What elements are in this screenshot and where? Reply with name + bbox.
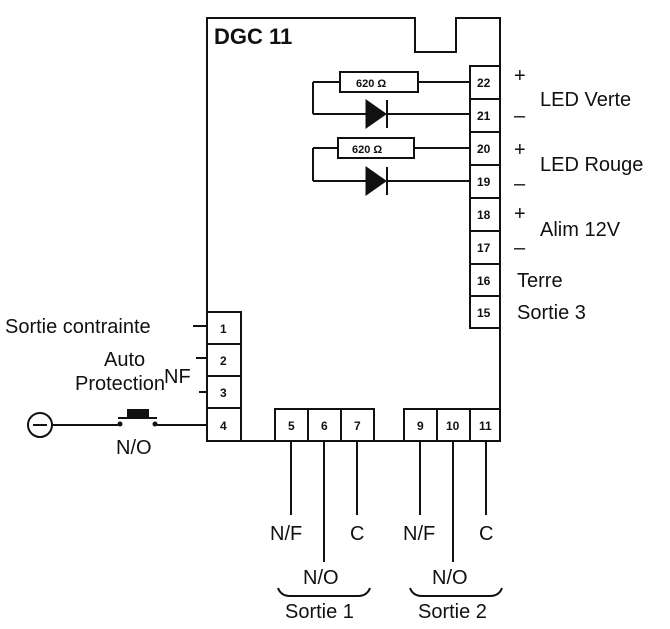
terminal-17: 17	[477, 241, 491, 255]
label-nf-sortie2: N/F	[403, 523, 435, 545]
no-switch-circuit: N/O	[27, 409, 207, 459]
terminal-22: 22	[477, 76, 491, 90]
terminal-2: 2	[220, 354, 227, 368]
label-nf: NF	[164, 366, 191, 388]
label-sortie3: Sortie 3	[517, 302, 586, 324]
plus-18: +	[514, 203, 526, 225]
right-terminal-strip: 22 21 20 19 18 17 16 15	[469, 65, 501, 329]
bottom-terminal-strip-1: 5 6 7	[274, 408, 375, 442]
plus-22: +	[514, 65, 526, 87]
terminal-5: 5	[288, 419, 295, 433]
label-led-verte: LED Verte	[540, 89, 631, 111]
label-no-sortie2: N/O	[432, 567, 468, 589]
label-sortie-contrainte: Sortie contrainte	[5, 316, 151, 338]
plus-20: +	[514, 139, 526, 161]
label-sortie2: Sortie 2	[418, 601, 487, 623]
resistor-rouge-label: 620 Ω	[352, 144, 382, 156]
label-no-sortie1: N/O	[303, 567, 339, 589]
minus-17: –	[514, 237, 526, 259]
label-auto: Auto	[104, 349, 145, 371]
led-rouge-circuit: 620 Ω	[312, 137, 470, 196]
diode-rouge-icon	[365, 166, 387, 196]
minus-19: –	[514, 173, 526, 195]
label-alim: Alim 12V	[540, 219, 621, 241]
resistor-verte-label: 620 Ω	[356, 78, 386, 90]
terminal-10: 10	[446, 419, 460, 433]
terminal-19: 19	[477, 175, 491, 189]
minus-21: –	[514, 105, 526, 127]
terminal-3: 3	[220, 386, 227, 400]
label-nf-sortie1: N/F	[270, 523, 302, 545]
terminal-4: 4	[220, 419, 227, 433]
label-protection: Protection	[75, 373, 165, 395]
terminal-21: 21	[477, 109, 491, 123]
left-terminal-strip: 1 2 3 4	[206, 311, 242, 442]
terminal-18: 18	[477, 208, 491, 222]
terminal-9: 9	[417, 419, 424, 433]
terminal-6: 6	[321, 419, 328, 433]
brace-sortie1	[277, 587, 371, 597]
terminal-15: 15	[477, 306, 491, 320]
led-verte-circuit: 620 Ω	[312, 71, 470, 129]
terminal-16: 16	[477, 274, 491, 288]
terminal-1: 1	[220, 322, 227, 336]
label-c-sortie2: C	[479, 523, 493, 545]
label-terre: Terre	[517, 270, 563, 292]
label-led-rouge: LED Rouge	[540, 154, 643, 176]
terminal-7: 7	[354, 419, 361, 433]
diode-verte-icon	[365, 99, 387, 129]
label-sortie1: Sortie 1	[285, 601, 354, 623]
label-no-switch: N/O	[116, 437, 152, 459]
brace-sortie2	[409, 587, 503, 597]
bottom-terminal-strip-2: 9 10 11	[403, 408, 501, 442]
label-c-sortie1: C	[350, 523, 364, 545]
terminal-20: 20	[477, 142, 491, 156]
pushbutton-icon	[127, 409, 149, 417]
module-title: DGC 11	[214, 24, 292, 49]
terminal-11: 11	[479, 419, 492, 433]
